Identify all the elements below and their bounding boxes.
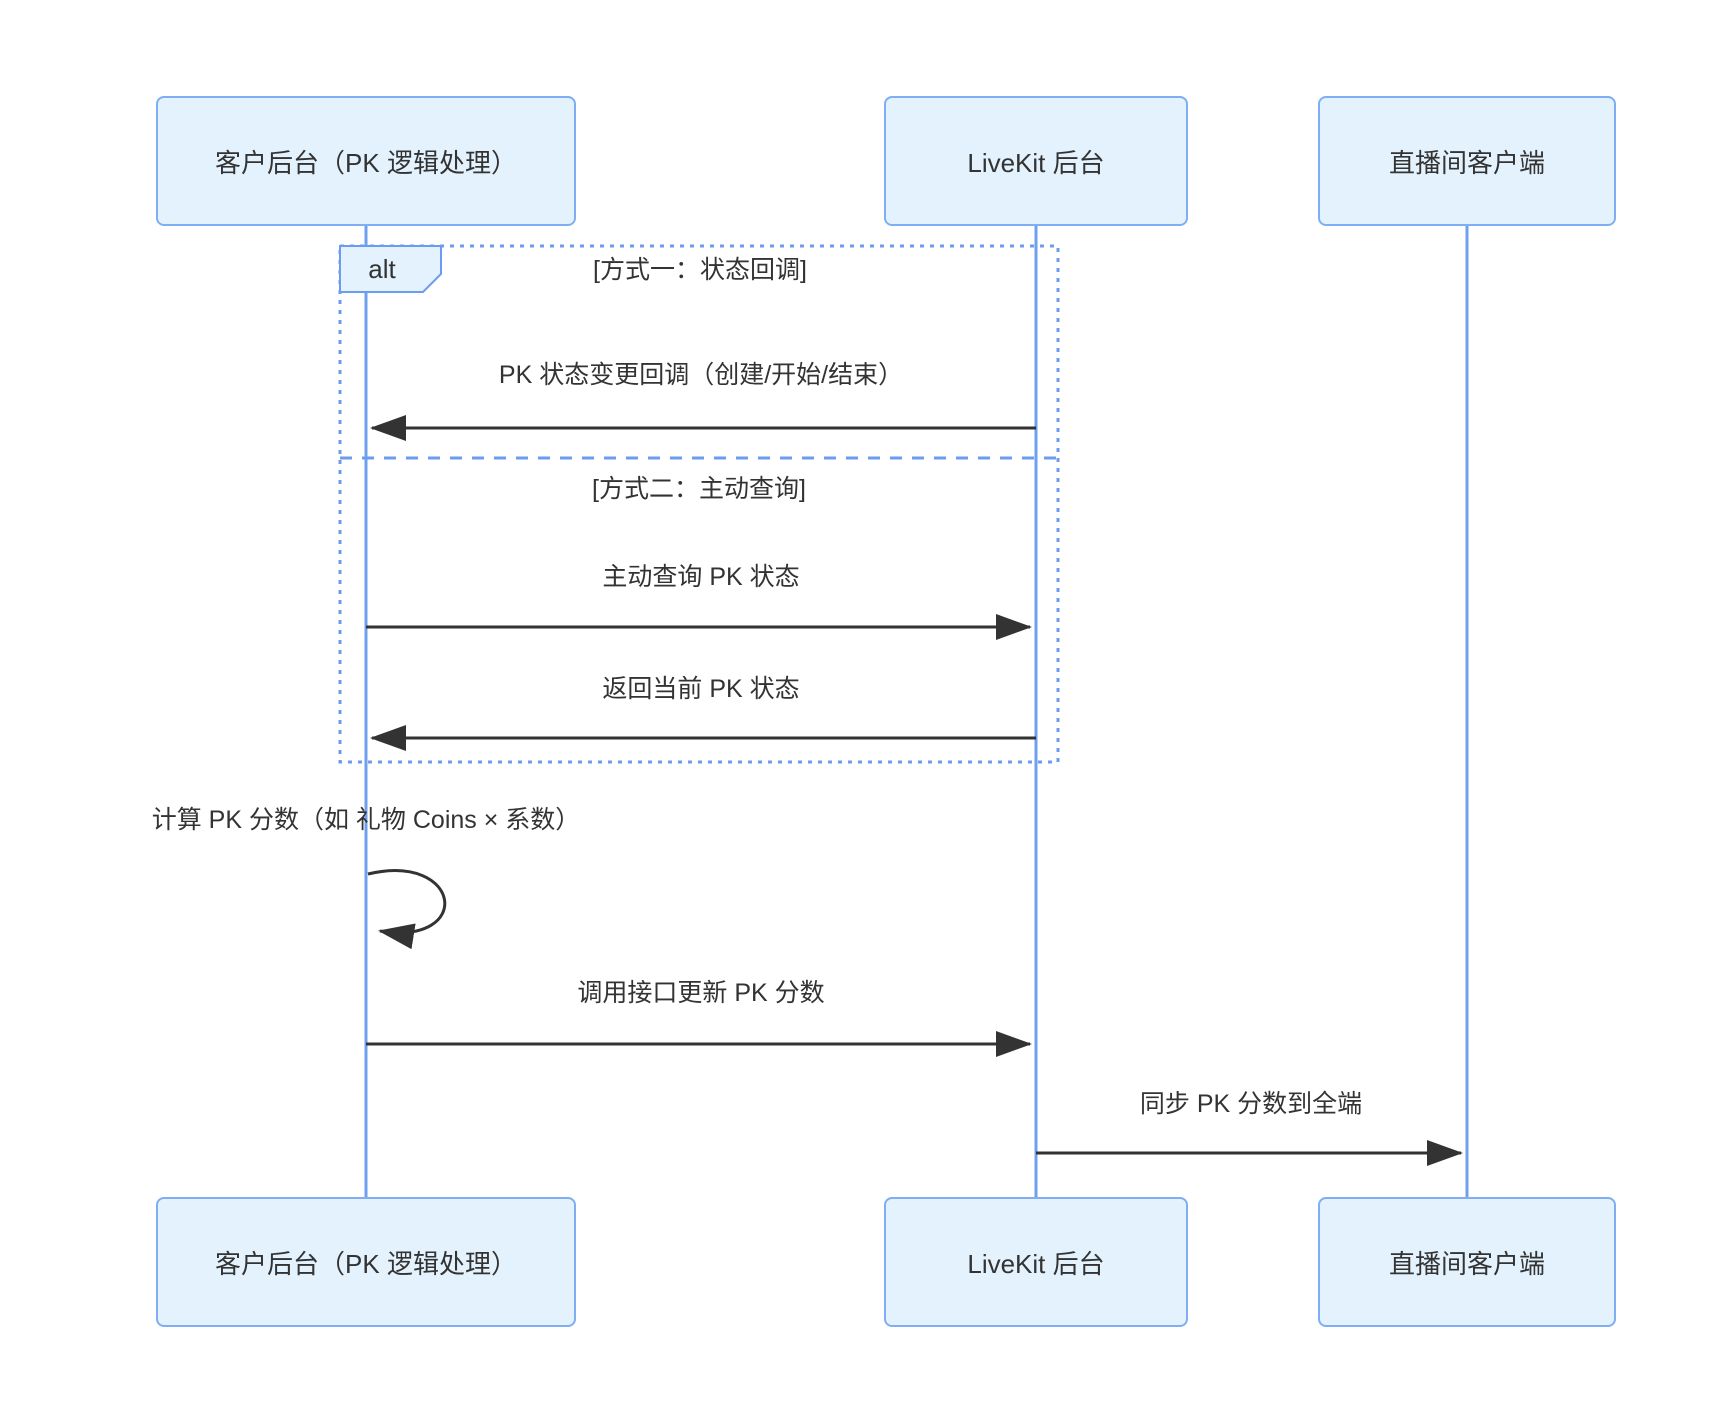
participant-top-customer-backend: 客户后台（PK 逻辑处理） [156,96,576,226]
message-label-pk-status-callback: PK 状态变更回调（创建/开始/结束） [498,361,904,389]
alt-branch1-label: [方式一：状态回调] [593,256,807,284]
alt-branch2-label: [方式二：主动查询] [592,475,806,503]
participant-label: 客户后台（PK 逻辑处理） [215,147,517,178]
participant-label: 直播间客户端 [1388,1248,1545,1279]
participant-bottom-live-room-client: 直播间客户端 [1318,1197,1616,1327]
participant-label: 直播间客户端 [1388,147,1545,178]
message-label-sync-pk-score: 同步 PK 分数到全端 [1139,1090,1363,1118]
message-label-query-pk-status: 主动查询 PK 状态 [602,563,800,591]
participant-label: LiveKit 后台 [967,147,1105,178]
participant-top-live-room-client: 直播间客户端 [1318,96,1616,226]
participant-bottom-livekit-backend: LiveKit 后台 [884,1197,1188,1327]
participant-top-livekit-backend: LiveKit 后台 [884,96,1188,226]
alt-label-text: alt [368,253,396,284]
participant-label: 客户后台（PK 逻辑处理） [215,1248,517,1279]
alt-frame [338,244,1060,764]
message-label-return-pk-status: 返回当前 PK 状态 [602,675,800,703]
participant-bottom-customer-backend: 客户后台（PK 逻辑处理） [156,1197,576,1327]
message-label-update-pk-score: 调用接口更新 PK 分数 [577,979,825,1007]
alt-label-shape [339,245,442,293]
participant-label: LiveKit 后台 [967,1248,1105,1279]
arrow-self-compute-score [367,869,447,950]
message-label-compute-pk-score: 计算 PK 分数（如 礼物 Coins × 系数） [151,806,581,834]
